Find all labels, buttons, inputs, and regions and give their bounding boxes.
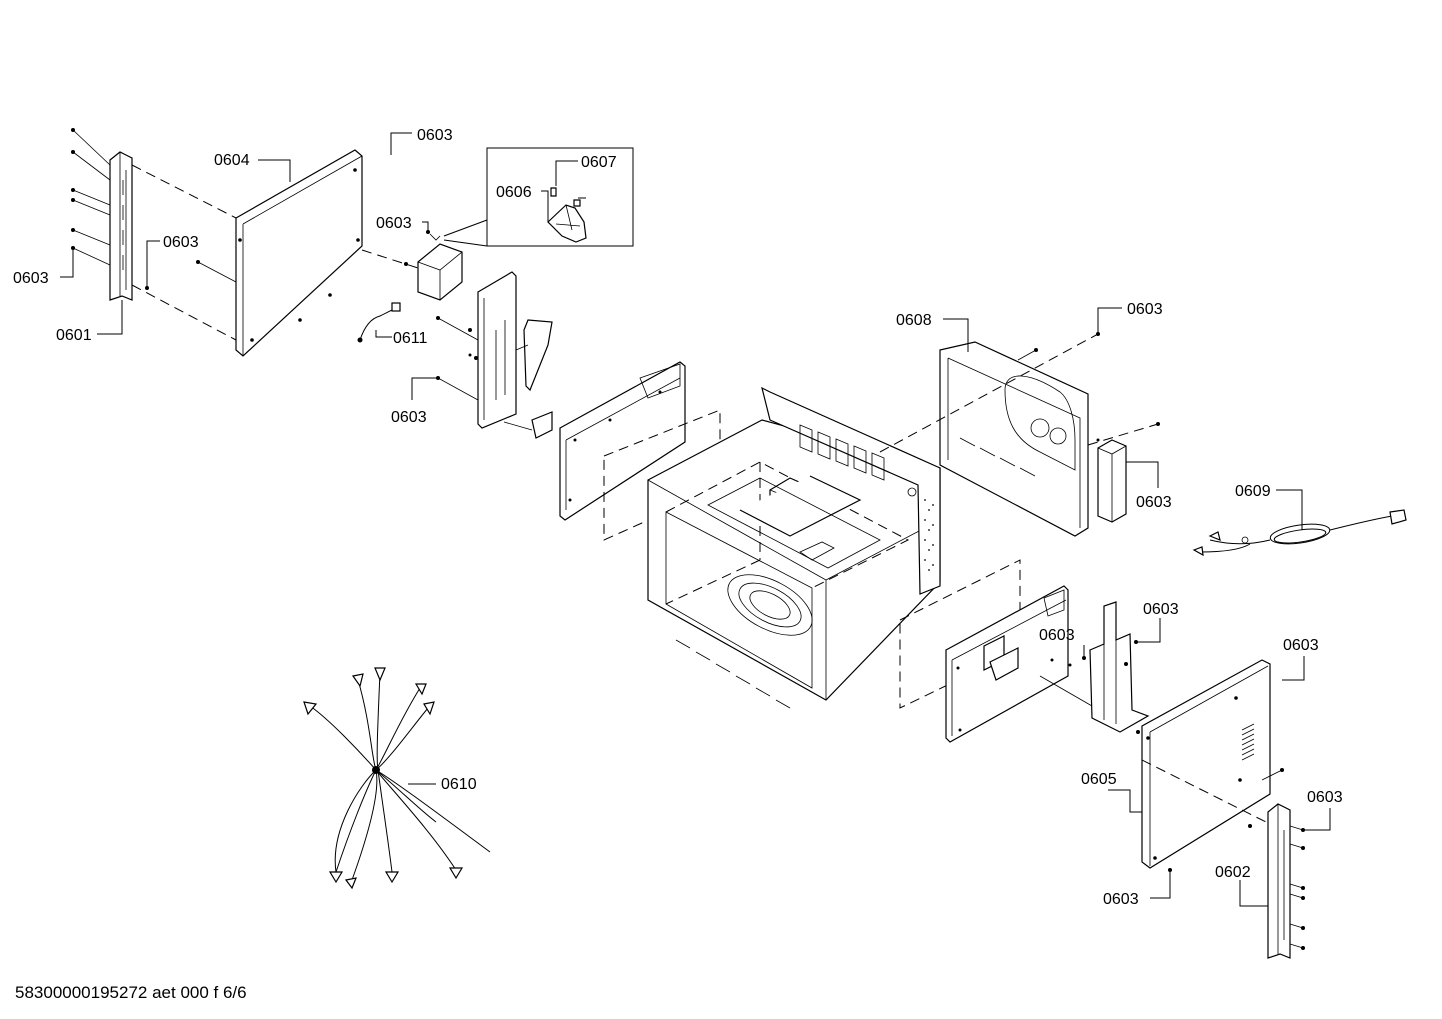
- callout-0603-panel: 0603: [163, 234, 199, 251]
- part-0609-power-cord: [1192, 509, 1407, 557]
- part-0608-rear-cover: [879, 332, 1100, 537]
- part-0605-side-panel: [1136, 659, 1284, 872]
- callout-0603-far-left: 0603: [13, 270, 49, 287]
- callout-0603-bottom: 0603: [1103, 891, 1139, 908]
- part-left-inner-panels: [559, 361, 721, 541]
- part-0604-side-panel: [131, 149, 419, 357]
- part-right-bracket: [1039, 601, 1150, 733]
- callout-0607: 0607: [581, 154, 617, 171]
- callout-0603-right-rail: 0603: [1307, 789, 1343, 806]
- callout-0603-rear-bracket: 0603: [1136, 494, 1172, 511]
- part-upper-bracket: [404, 230, 463, 301]
- callout-0603-control: 0603: [391, 409, 427, 426]
- part-0601-side-rail: [71, 128, 133, 301]
- part-control-bracket: [436, 271, 553, 439]
- detail-inset-0606-0607: [443, 147, 634, 247]
- callout-labels: 0603 0604 0603 0603 0603 0601 0607 0606 …: [13, 127, 1343, 908]
- callout-0606: 0606: [496, 184, 532, 201]
- part-0610-wire-harness: [303, 667, 491, 890]
- callout-0603-bracket-b: 0603: [1039, 627, 1075, 644]
- part-rear-bracket: [1087, 422, 1160, 523]
- callout-0604: 0604: [214, 152, 250, 169]
- callout-0603-top: 0603: [417, 127, 453, 144]
- callout-0608: 0608: [896, 312, 932, 329]
- callout-0603-rear: 0603: [1127, 301, 1163, 318]
- part-right-inner-panels: [899, 559, 1072, 743]
- callout-0610: 0610: [441, 776, 477, 793]
- callout-0603-right-panel: 0603: [1283, 637, 1319, 654]
- callout-0609: 0609: [1235, 483, 1271, 500]
- part-oven-cavity: [647, 386, 941, 709]
- callout-0601: 0601: [56, 327, 92, 344]
- callout-0611: 0611: [393, 330, 428, 347]
- part-0602-side-rail: [1267, 803, 1305, 959]
- callout-0603-bracket-a: 0603: [1143, 601, 1179, 618]
- leader-lines: [60, 132, 1331, 907]
- callout-0602: 0602: [1215, 864, 1251, 881]
- callout-0603-upper-left: 0603: [376, 215, 412, 232]
- part-0611-cable: [357, 302, 401, 343]
- callout-0605: 0605: [1081, 771, 1117, 788]
- document-code: 58300000195272 aet 000 f 6/6: [15, 983, 247, 1002]
